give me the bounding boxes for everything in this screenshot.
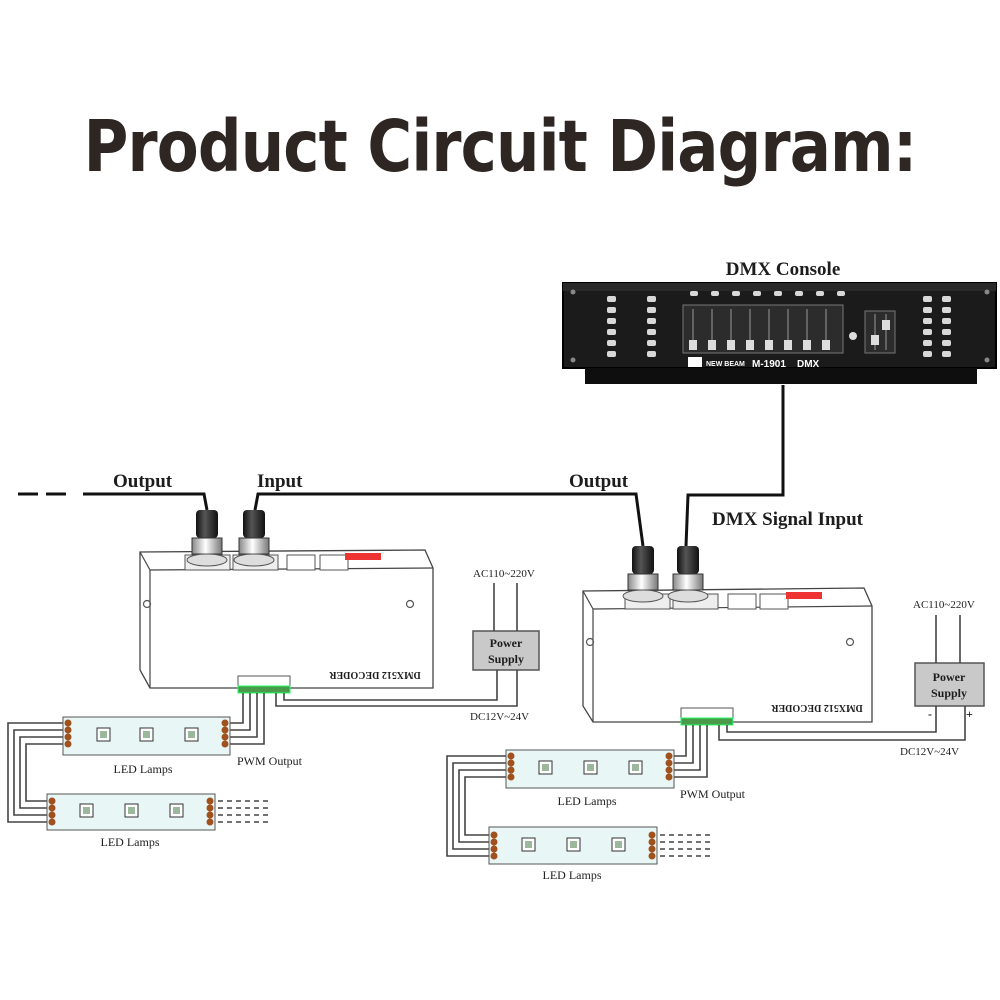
ps-left-line2: Supply [488, 652, 524, 666]
console-dmx-label: DMX [797, 359, 820, 370]
led-strip-right-2 [488, 826, 658, 865]
ac-left-label: AC110~220V [473, 568, 535, 580]
output-right-label: Output [569, 471, 629, 492]
pwm-wires-right [446, 725, 710, 857]
led-strip-right-1 [505, 749, 675, 789]
plug-right-output [622, 546, 664, 603]
led-strip-left-1 [62, 716, 231, 756]
led-right-1-label: LED Lamps [558, 794, 617, 808]
ps-right-line1: Power [933, 670, 966, 684]
dc-right-label: DC12V~24V [900, 746, 959, 758]
plug-right-input [667, 546, 709, 603]
pwm-wires-left [7, 693, 268, 823]
led-strip-left-2 [46, 793, 216, 831]
ps-left-line1: Power [490, 636, 523, 650]
dmx-signal-input-label: DMX Signal Input [712, 509, 864, 530]
svg-text:NEW BEAM: NEW BEAM [706, 361, 745, 368]
console-label: DMX Console [726, 259, 841, 280]
console-model-label: M-1901 [752, 359, 786, 370]
ac-right-label: AC110~220V [913, 599, 975, 611]
decoder-left-label: DMX512 DECODER [329, 669, 421, 680]
led-right-2-label: LED Lamps [543, 868, 602, 882]
plug-left-input [233, 510, 275, 567]
page-title: Product Circuit Diagram: [83, 105, 918, 188]
dc-left-label: DC12V~24V [470, 711, 529, 723]
pwm-left-label: PWM Output [237, 754, 303, 768]
ps-right-line2: Supply [931, 686, 967, 700]
power-supply-left [275, 583, 540, 707]
dmx-console: NEW BEAM M-1901 DMX [562, 282, 997, 384]
power-supply-right [718, 615, 985, 741]
ps-plus-label: + [966, 707, 973, 721]
output-left-label: Output [113, 471, 173, 492]
pwm-right-label: PWM Output [680, 787, 746, 801]
ps-minus-label: - [928, 707, 932, 721]
led-left-1-label: LED Lamps [114, 762, 173, 776]
decoder-left [139, 549, 434, 694]
dmx-cables [18, 385, 785, 547]
decoder-right-label: DMX512 DECODER [771, 702, 863, 713]
plug-left-output [186, 510, 228, 567]
led-left-2-label: LED Lamps [101, 835, 160, 849]
input-left-label: Input [257, 471, 303, 492]
